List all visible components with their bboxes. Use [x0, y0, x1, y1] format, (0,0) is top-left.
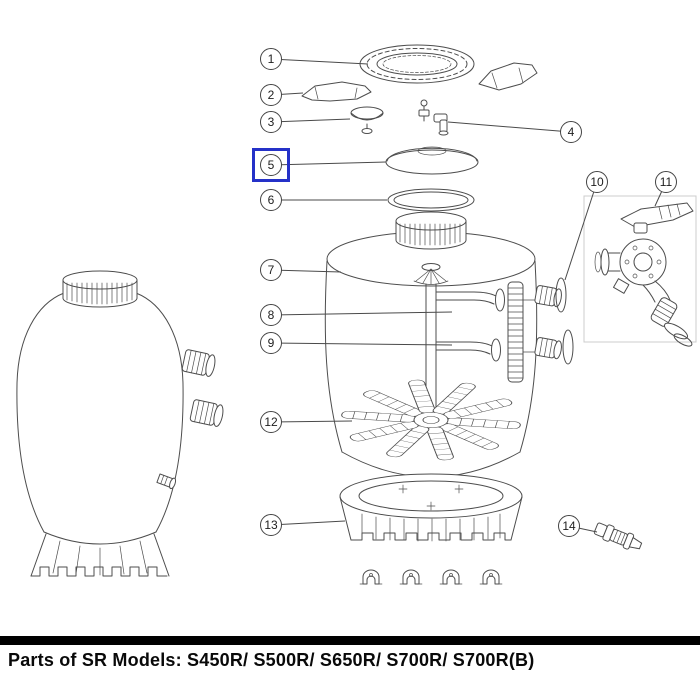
left-tank-illustration: [16, 270, 224, 577]
small-orings-illustration: [555, 277, 574, 365]
multiport-valve-illustration: [583, 195, 697, 347]
selected-callout-highlight: [252, 148, 290, 182]
base-illustration: [339, 473, 523, 542]
callout-10[interactable]: 10: [586, 171, 608, 193]
callout-1[interactable]: 1: [260, 48, 282, 70]
footer-divider-bar: [0, 636, 700, 645]
air-vent-illustration: [350, 106, 384, 134]
callout-8[interactable]: 8: [260, 304, 282, 326]
callout-6[interactable]: 6: [260, 189, 282, 211]
laterals-illustration: [341, 379, 521, 461]
callout-2[interactable]: 2: [260, 84, 282, 106]
callout-13[interactable]: 13: [260, 514, 282, 536]
callout-12[interactable]: 12: [260, 411, 282, 433]
lid-oring-illustration: [387, 188, 475, 212]
clamp-feet-illustration: [359, 569, 503, 585]
callout-11[interactable]: 11: [655, 171, 677, 193]
callout-3[interactable]: 3: [260, 111, 282, 133]
callout-4[interactable]: 4: [560, 121, 582, 143]
footer-title: Parts of SR Models: S450R/ S500R/ S650R/…: [8, 650, 535, 670]
drain-fitting-illustration: [418, 99, 449, 136]
clamp-ring-illustration: [359, 44, 475, 84]
callout-5[interactable]: 5: [260, 154, 282, 176]
handles-illustration: [301, 62, 538, 102]
callout-14[interactable]: 14: [558, 515, 580, 537]
dome-lid-illustration: [385, 146, 479, 175]
callout-7[interactable]: 7: [260, 259, 282, 281]
tank-cutaway-illustration: [324, 211, 562, 478]
callout-9[interactable]: 9: [260, 332, 282, 354]
